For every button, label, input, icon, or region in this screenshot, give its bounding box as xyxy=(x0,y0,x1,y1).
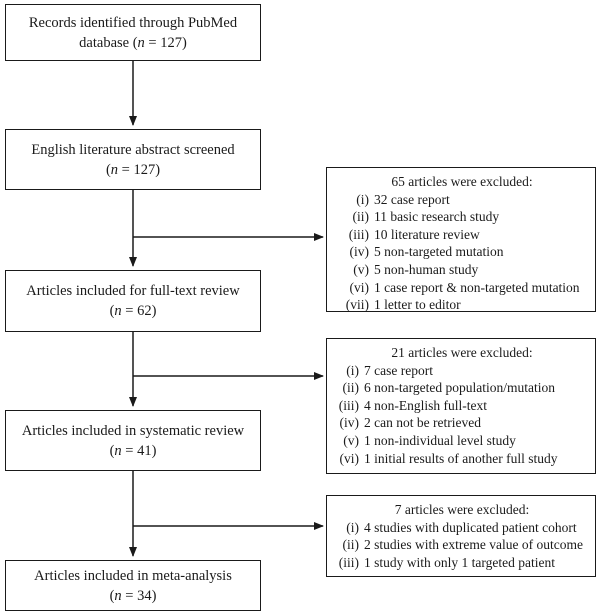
meta-analysis-count: = 34) xyxy=(121,587,157,604)
exclusion-item: (vi)1 case report & non-targeted mutatio… xyxy=(349,279,580,295)
exclusion-item: (ii)2 studies with extreme value of outc… xyxy=(342,537,583,553)
exclusion-item: (v)5 non-human study xyxy=(353,261,479,277)
exclusion-item: (ii)6 non-targeted population/mutation xyxy=(342,380,555,396)
exclusion-box-1: 65 articles were excluded: (i)32 case re… xyxy=(326,167,596,312)
systematic-review-box: Articles included in systematic review (… xyxy=(5,410,261,471)
fulltext-review-box: Articles included for full-text review (… xyxy=(5,270,261,332)
exclusion-item: (iii)10 literature review xyxy=(348,226,480,242)
exclusion-item: (i)7 case report xyxy=(346,362,433,378)
exclusion-item: (i)4 studies with duplicated patient coh… xyxy=(346,519,577,535)
systematic-review-label: Articles included in systematic review xyxy=(21,422,245,439)
exclusion-title: 65 articles were excluded: xyxy=(391,174,533,189)
exclusion-item: (vii)1 letter to editor xyxy=(345,297,461,313)
exclusion-item: (iv)5 non-targeted mutation xyxy=(349,244,504,260)
exclusion-box-3: 7 articles were excluded: (i)4 studies w… xyxy=(326,495,596,577)
exclusion-item: (ii)11 basic research study xyxy=(352,209,500,225)
meta-analysis-box: Articles included in meta-analysis (n = … xyxy=(5,560,261,611)
exclusion-item: (iv)2 can not be retrieved xyxy=(339,415,481,431)
records-identified-count: = 127) xyxy=(144,34,187,51)
abstract-screened-box: English literature abstract screened (n … xyxy=(5,129,261,190)
meta-analysis-label: Articles included in meta-analysis xyxy=(34,567,232,584)
records-identified-box: Records identified through PubMed databa… xyxy=(5,4,261,61)
abstract-screened-label: English literature abstract screened xyxy=(31,141,235,158)
exclusion-item: (vi)1 initial results of another full st… xyxy=(339,450,558,466)
exclusion-title: 7 articles were excluded: xyxy=(394,502,530,517)
exclusion-item: (iii)1 study with only 1 targeted patien… xyxy=(338,554,555,570)
abstract-screened-count: = 127) xyxy=(118,161,161,178)
exclusion-item: (i)32 case report xyxy=(356,191,450,207)
fulltext-review-label: Articles included for full-text review xyxy=(26,283,240,299)
fulltext-review-count: = 62) xyxy=(121,303,157,319)
exclusion-title: 21 articles were excluded: xyxy=(391,345,533,360)
records-identified-label: Records identified through PubMed xyxy=(28,14,238,31)
exclusion-item: (v)1 non-individual level study xyxy=(343,432,516,448)
exclusion-box-2: 21 articles were excluded: (i)7 case rep… xyxy=(326,338,596,474)
exclusion-item: (iii)4 non-English full-text xyxy=(338,397,487,413)
systematic-review-count: = 41) xyxy=(121,442,157,459)
